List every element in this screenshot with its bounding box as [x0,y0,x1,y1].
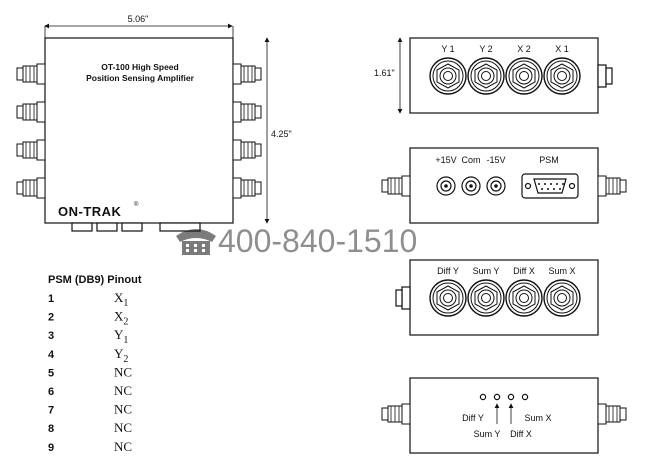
bottom-port-icon [121,222,143,232]
brand-logo: ON-TRAK [58,204,122,219]
watermark: 400-840-1510 [176,223,417,259]
bnc-connector-icon [381,403,411,425]
pin-number: 7 [48,405,54,417]
power-label: +15V [435,155,456,165]
connector-label: Diff X [513,266,535,276]
registered-mark-icon: ® [134,201,139,208]
bnc-connector-icon [16,101,46,123]
db9-connector-icon [521,173,579,199]
phone-icon [176,229,216,255]
pin-signal: X1 [114,290,128,309]
connector-label: Y 1 [441,44,454,54]
bnc-face-icon [543,279,581,317]
watermark-phone-number: 400-840-1510 [218,223,417,259]
side-view-outputs: Diff Y Sum Y Diff X Sum X [395,259,599,336]
pin-signal: NC [114,402,132,417]
side-box-trim [409,377,599,454]
trim-pot-icon [521,393,529,401]
pin-signal: NC [114,420,132,435]
power-jack-icon [486,176,506,196]
bnc-connector-icon [232,139,262,161]
trim-pot-icon [479,393,487,401]
pinout-row: 9 NC [48,439,132,454]
power-label: Com [461,155,480,165]
bottom-port-icon [71,222,93,232]
pin-number: 8 [48,423,54,435]
pinout-title: PSM (DB9) Pinout [48,274,142,286]
pinout-row: 6 NC [48,383,132,398]
side-view-trim: Diff Y Sum X Sum Y Diff X [381,377,627,454]
connector-label: Y 2 [479,44,492,54]
pinout-row: 2 X2 [48,309,128,328]
trim-label: Sum Y [474,429,501,439]
connector-label: Diff Y [437,266,459,276]
bnc-connector-icon [16,177,46,199]
side-view-power: +15V Com -15V PSM [381,147,627,224]
connector-label: Sum Y [473,266,500,276]
power-jack-icon [461,176,481,196]
pin-number: 9 [48,442,54,454]
pinout-row: 7 NC [48,402,132,417]
pinout-row: 1 X1 [48,290,128,309]
pin-number: 3 [48,330,54,342]
bottom-port-icon [96,222,118,232]
bnc-connector-icon [232,101,262,123]
bnc-connector-icon [381,175,411,197]
pin-signal: Y1 [114,327,128,346]
bnc-face-icon [429,279,467,317]
product-title-line1: OT-100 High Speed [101,62,178,72]
pin-signal: NC [114,383,132,398]
trim-label: Diff X [510,429,532,439]
bnc-face-icon [467,279,505,317]
depth-dimension: 1.61" [374,68,395,78]
pin-number: 2 [48,312,54,324]
pinout-row: 3 Y1 [48,327,128,346]
product-title-line2: Position Sensing Amplifier [86,73,195,83]
bnc-face-icon [505,57,543,95]
power-jack-icon [436,176,456,196]
pin-signal: Y2 [114,346,128,365]
psm-label: PSM [539,155,559,165]
connector-label: X 2 [517,44,531,54]
pin-number: 5 [48,367,54,379]
trim-label: Sum X [524,413,551,423]
bnc-face-icon [467,57,505,95]
side-view-inputs: 1.61" Y 1 Y 2 X 2 X 1 [374,37,613,114]
bnc-face-icon [429,57,467,95]
bnc-connector-icon [232,63,262,85]
pin-signal: X2 [114,309,128,328]
trim-pot-icon [493,393,501,401]
connector-label: Sum X [548,266,575,276]
bottom-port-icon [159,222,201,232]
pin-number: 6 [48,386,54,398]
pin-number: 1 [48,293,54,305]
bnc-connector-icon [597,403,627,425]
pinout-row: 5 NC [48,364,132,379]
bnc-connector-icon [16,139,46,161]
bnc-connector-icon [232,177,262,199]
pinout-row: 4 Y2 [48,346,128,365]
connector-label: X 1 [555,44,569,54]
pin-signal: NC [114,439,132,454]
bnc-face-icon [505,279,543,317]
trim-pot-icon [507,393,515,401]
bnc-connector-icon [16,63,46,85]
pin-signal: NC [114,364,132,379]
pin-number: 4 [48,349,55,361]
width-dimension: 5.06" [128,14,149,24]
bnc-face-icon [543,57,581,95]
trim-label: Diff Y [462,413,484,423]
bnc-connector-icon [597,175,627,197]
front-view: 5.06" OT-100 High Speed Position Sensing… [16,14,292,232]
height-dimension: 4.25" [271,129,292,139]
pinout-row: 8 NC [48,420,132,435]
power-label: -15V [486,155,505,165]
